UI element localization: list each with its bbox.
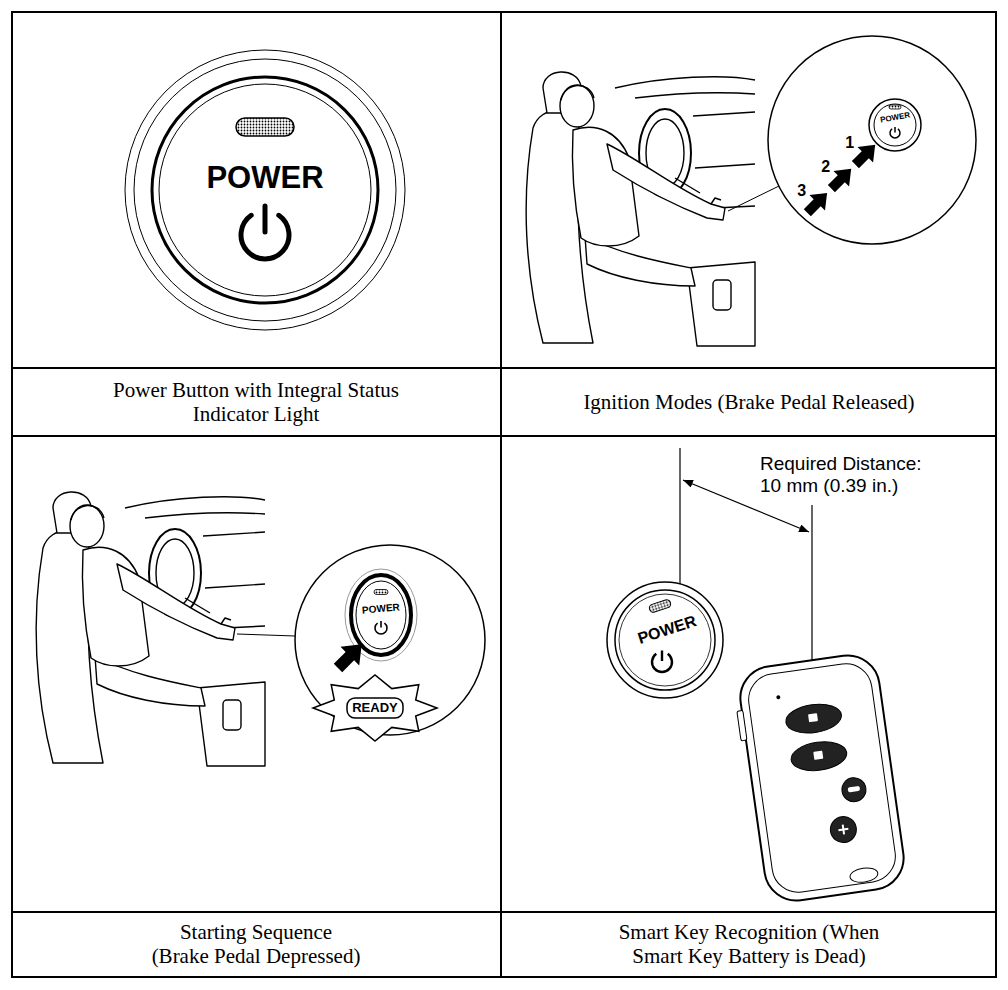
- leader-line: [728, 186, 779, 211]
- ready-burst: [313, 675, 437, 741]
- button-ring: [869, 99, 921, 151]
- key-side-button: [737, 710, 747, 741]
- extension-line: [679, 448, 680, 584]
- button-ring: [619, 594, 711, 686]
- button-ring: [607, 582, 723, 698]
- callout-number: 1: [845, 134, 854, 152]
- key-button: [840, 776, 867, 803]
- button-ring: [134, 59, 396, 321]
- button-ring: [874, 104, 916, 146]
- button-ring: [615, 590, 715, 690]
- key-button: [784, 701, 843, 737]
- power-symbol: [894, 127, 896, 133]
- driver-scene: [526, 72, 755, 346]
- dimension-label: Required Distance: 10 mm (0.39 in.): [760, 453, 935, 497]
- power-symbol: [263, 206, 268, 232]
- smart-key: [731, 651, 907, 905]
- grid-line: [500, 12, 502, 977]
- callout-number: 2: [821, 158, 830, 176]
- press-arrow: [329, 635, 371, 677]
- indicator-text: READY: [352, 701, 398, 716]
- button-ring: [125, 50, 405, 330]
- caption: Starting Sequence (Brake Pedal Depressed…: [150, 920, 362, 968]
- button-text: POWER: [206, 160, 323, 196]
- caption: Ignition Modes (Brake Pedal Released): [583, 390, 914, 414]
- key-rim: [745, 660, 898, 895]
- power-button: [869, 99, 921, 151]
- grid-line: [12, 911, 996, 913]
- button-ring: [356, 581, 406, 649]
- leader-line: [237, 634, 295, 636]
- caption: Power Button with Integral Status Indica…: [91, 378, 421, 426]
- unlock-icon: [813, 751, 823, 760]
- ready-frame: [347, 698, 403, 718]
- indicator-light: [648, 599, 671, 613]
- button-ring: [152, 77, 378, 303]
- grid-line: [12, 435, 996, 437]
- power-button: [125, 50, 405, 330]
- power-symbol: [661, 651, 663, 662]
- driver-scene: [36, 492, 265, 766]
- key-led: [776, 695, 781, 700]
- key-button: [789, 738, 848, 774]
- trunk-icon: [848, 786, 861, 793]
- lock-icon: [808, 713, 818, 722]
- grid-line: [12, 367, 996, 369]
- button-ring: [351, 575, 411, 655]
- frame: [12, 12, 996, 977]
- panic-icon: [838, 824, 849, 835]
- key-body: [736, 651, 907, 904]
- key-blade-slot: [849, 866, 879, 884]
- power-button: [607, 582, 723, 698]
- indicator-light: [889, 105, 901, 109]
- extension-line: [811, 505, 812, 662]
- key-button: [829, 815, 858, 844]
- button-ring: [159, 84, 371, 296]
- indicator-light: [236, 118, 294, 136]
- indicator-light: [374, 590, 388, 595]
- zoom-circle: [768, 36, 976, 244]
- power-symbol: [380, 621, 382, 628]
- callout-number: 3: [797, 182, 806, 200]
- caption: Smart Key Recognition (When Smart Key Ba…: [599, 920, 899, 968]
